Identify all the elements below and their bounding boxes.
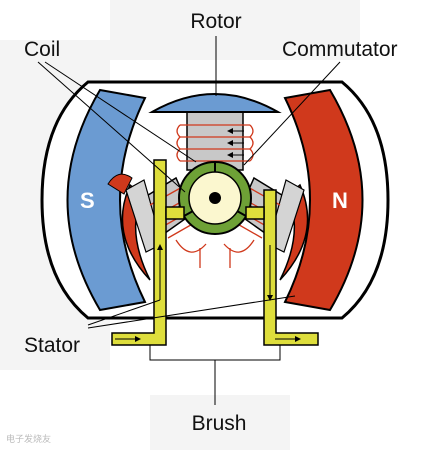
- rotor-label: Rotor: [190, 10, 241, 33]
- leader-lines: [37, 36, 341, 405]
- south-pole-magnet: [66, 88, 147, 312]
- brush-left: [111, 159, 185, 346]
- rotor-pole-cap: [148, 93, 282, 113]
- coil-windings: [149, 124, 281, 268]
- shaft: [209, 192, 221, 204]
- brush-right: [245, 189, 319, 346]
- watermark: 电子发烧友: [6, 433, 51, 445]
- stator-tip-upper-left: [107, 173, 133, 195]
- north-pole-magnet: [283, 88, 364, 312]
- stator-label: Stator: [24, 334, 80, 357]
- commutator: [178, 161, 252, 235]
- north-pole-label: N: [332, 188, 348, 213]
- commutator-label: Commutator: [282, 38, 398, 61]
- coil-label: Coil: [24, 38, 60, 61]
- south-pole-label: S: [80, 188, 95, 213]
- brush-label: Brush: [192, 412, 247, 435]
